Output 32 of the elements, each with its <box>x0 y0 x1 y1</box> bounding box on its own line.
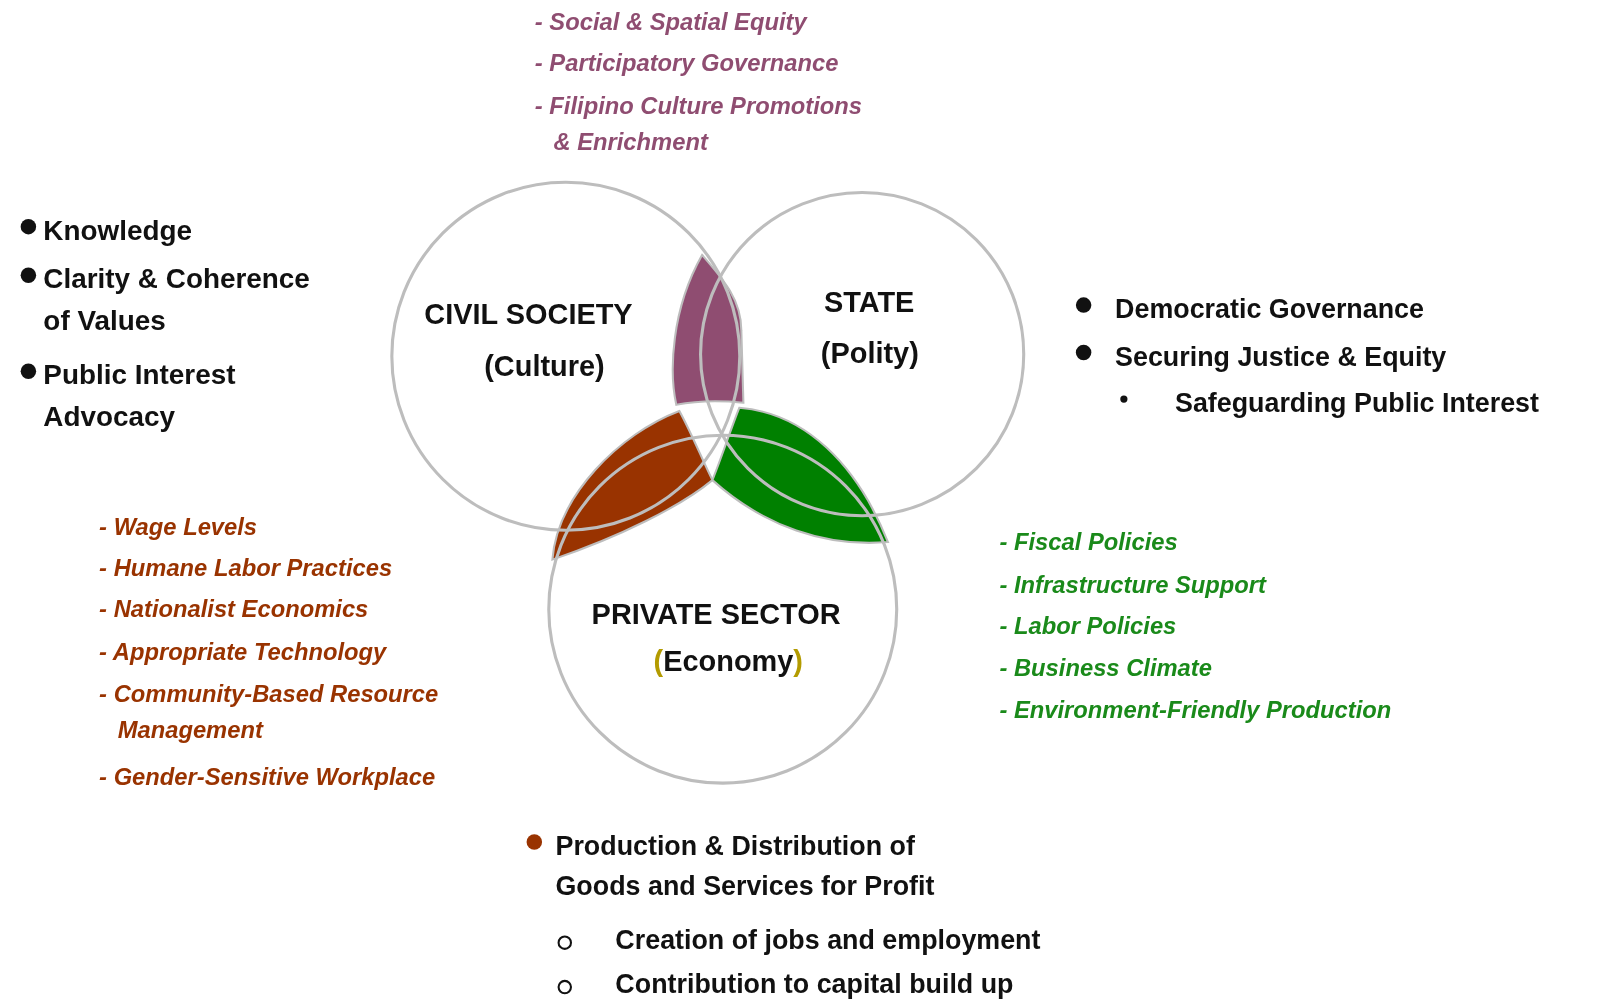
list-item: - Participatory Governance <box>534 48 840 79</box>
venn-circle <box>547 433 899 785</box>
circle-title: STATE <box>823 287 915 319</box>
circle-subtitle: (Culture) <box>484 351 605 383</box>
venn-circle <box>390 180 742 532</box>
circle-title: CIVIL SOCIETY <box>424 299 633 332</box>
list-item: Contribution to capital build up <box>615 967 1015 1001</box>
list-item: - Social & Spatial Equity <box>534 7 809 38</box>
venn-circle <box>699 191 1026 518</box>
list-item: - Humane Labor Practices <box>99 553 394 584</box>
list-item: Public Interest Advocacy <box>43 358 237 435</box>
list-item: Democratic Governance <box>1115 292 1425 327</box>
list-item: - Wage Levels <box>99 512 259 542</box>
circle-subtitle: (Polity) <box>820 338 919 371</box>
list-item: - Infrastructure Support <box>999 569 1268 600</box>
list-item: Safeguarding Public Interest <box>1175 386 1540 421</box>
list-item: - Community-Based Resource Management <box>99 679 440 745</box>
list-item: - Appropriate Technology <box>99 637 388 667</box>
list-item: - Business Climate <box>999 653 1213 684</box>
list-item: Creation of jobs and employment <box>615 923 1042 958</box>
list-item: Production & Distribution of Goods and Services for Profit <box>555 829 936 904</box>
list-item: Securing Justice & Equity <box>1115 339 1448 374</box>
list-item: - Filipino Culture Promotions & Enrichment <box>534 90 863 157</box>
list-item: - Nationalist Economics <box>99 594 370 625</box>
list-item: - Environment-Friendly Production <box>999 694 1393 725</box>
list-item: Knowledge <box>43 213 194 248</box>
list-item: Clarity & Coherence of Values <box>43 262 311 339</box>
circle-subtitle: (Economy) <box>653 646 803 679</box>
list-item: - Fiscal Policies <box>999 527 1179 558</box>
circle-title: PRIVATE SECTOR <box>591 598 841 631</box>
list-item: - Gender-Sensitive Workplace <box>99 762 437 792</box>
list-item: - Labor Policies <box>999 611 1178 642</box>
